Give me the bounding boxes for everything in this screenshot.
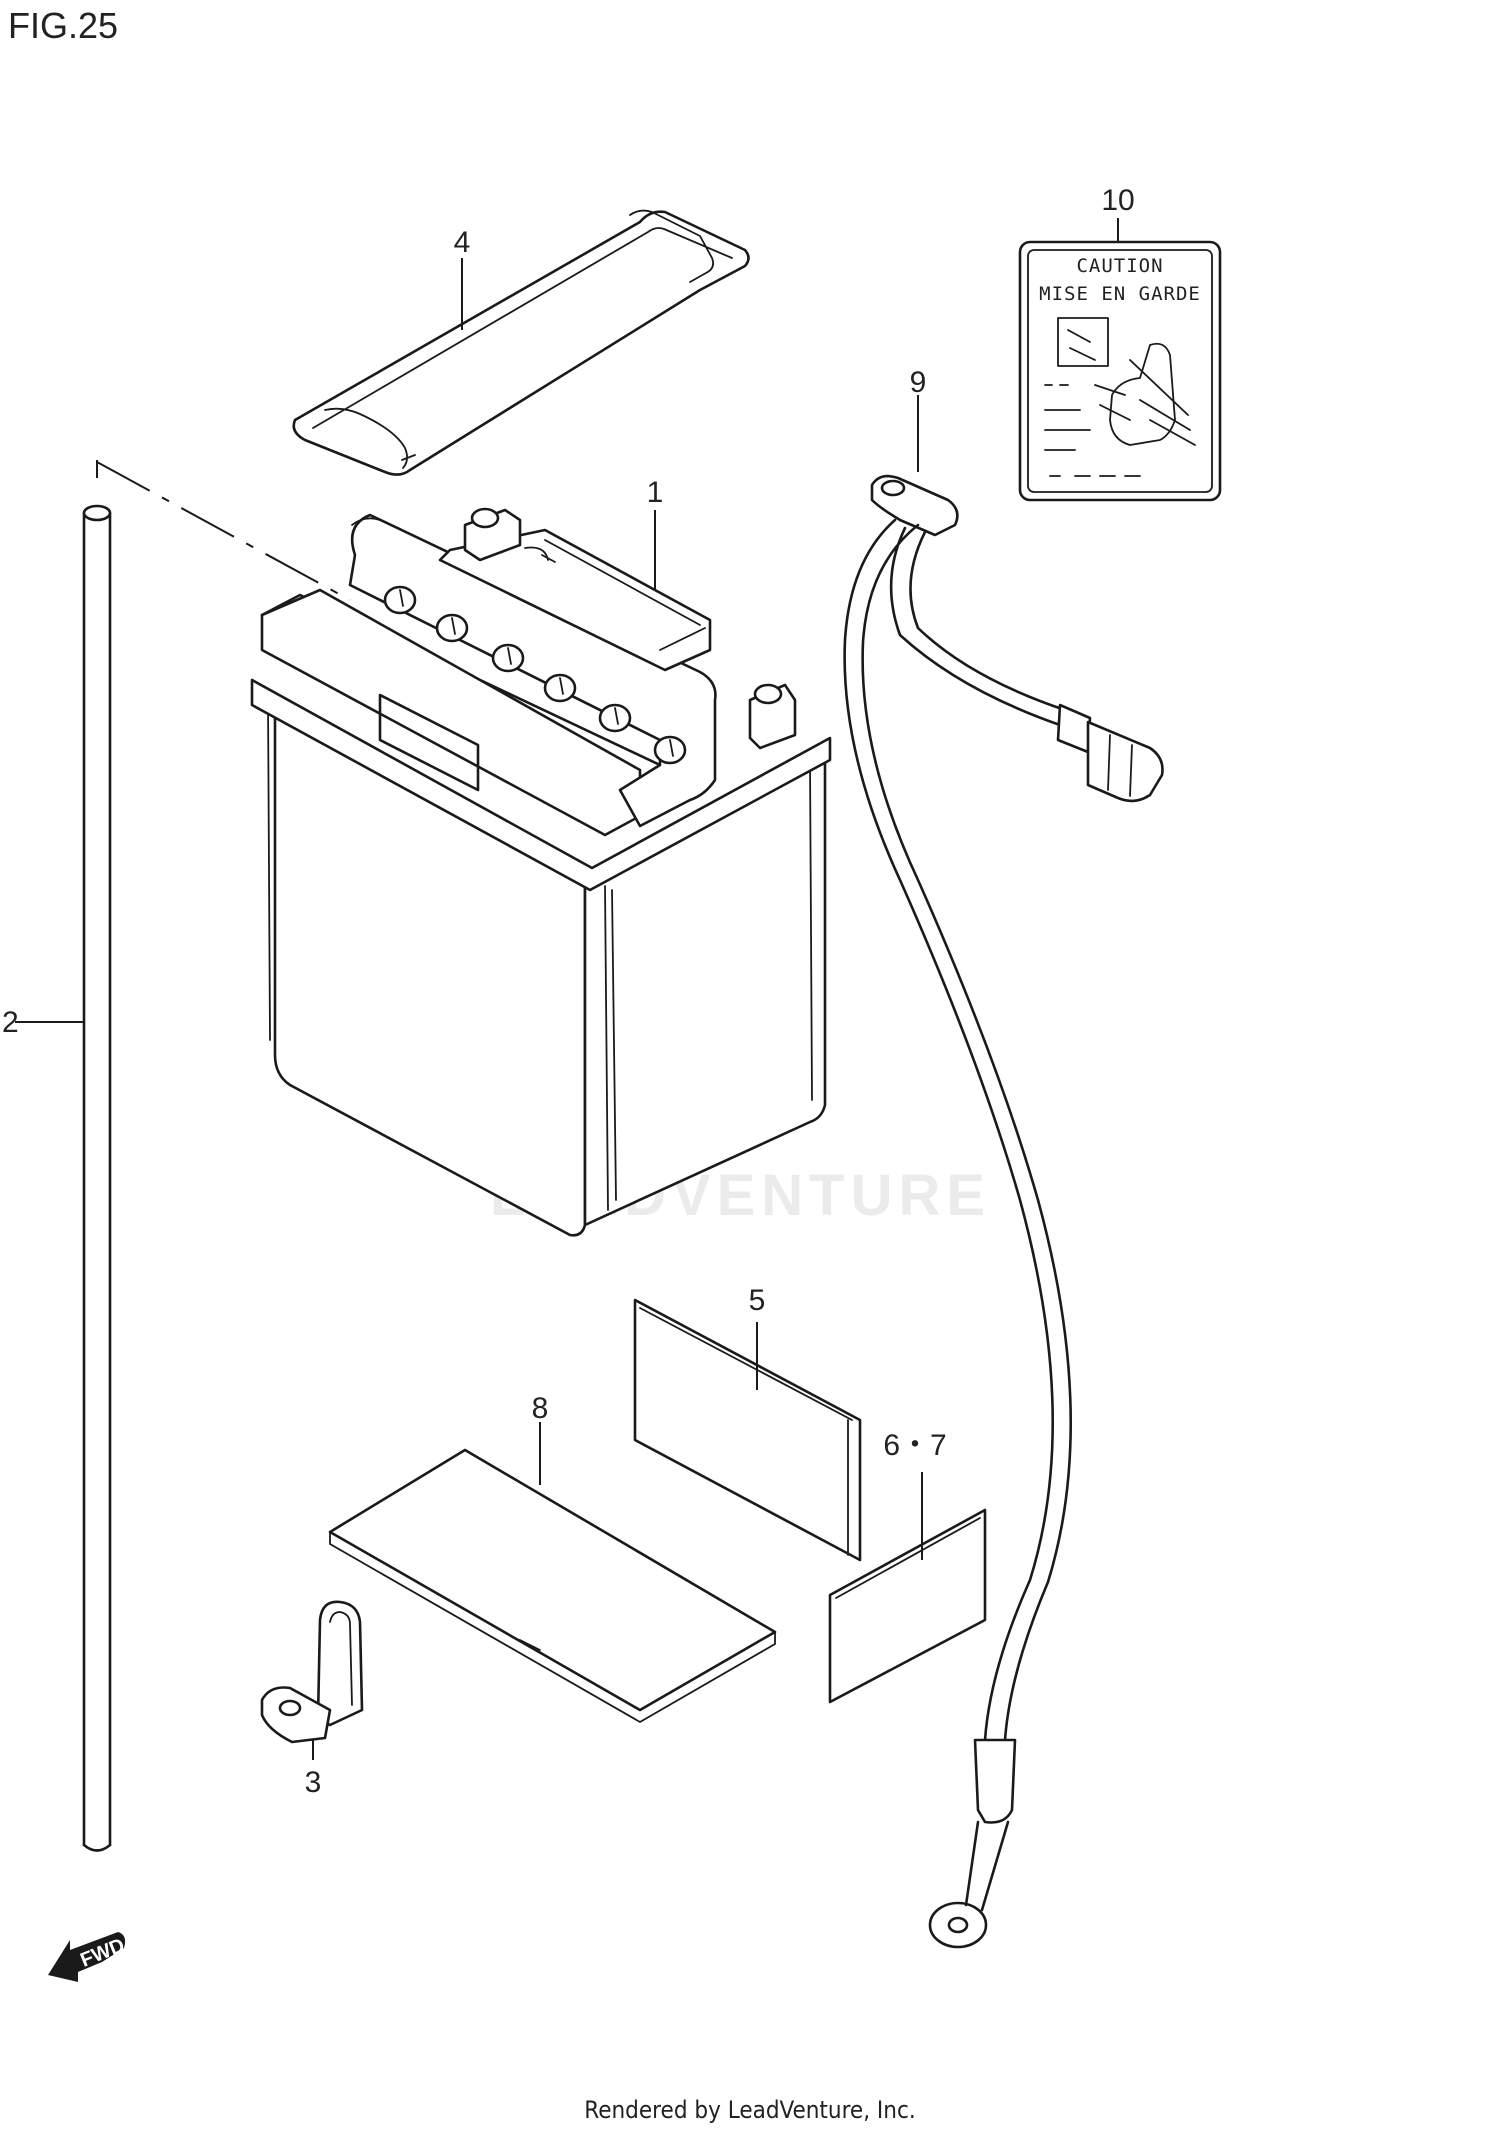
caution-label-line2: MISE EN GARDE [1039,283,1201,305]
battery-cushion [633,1298,862,1562]
battery-cable [843,474,1164,1949]
callout-2: 2 [2,1006,19,1039]
callout-6-7: 6・7 [883,1429,946,1462]
forward-arrow-icon: FWD [48,1932,128,1982]
battery [250,507,832,1237]
hose-route-line [96,460,351,601]
cable-connector [1056,703,1164,803]
caution-label-line1: CAUTION [1076,255,1163,277]
breather-hose [82,504,112,1852]
callout-10: 10 [1101,184,1134,217]
callout-9: 9 [910,366,927,399]
footer-credit: Rendered by LeadVenture, Inc. [584,2096,915,2124]
caution-label-illustration [1044,317,1196,477]
battery-band [292,209,750,476]
hose-clamp [260,1600,364,1744]
cable-ring-terminal [928,1738,1017,1949]
callout-5: 5 [749,1284,766,1317]
leader-lines [15,218,1119,1760]
cushion-6-7 [828,1508,987,1704]
figure-title: FIG.25 [8,5,118,46]
battery-terminal-positive [748,683,797,750]
callout-8: 8 [532,1392,549,1425]
battery-plate [328,1448,777,1723]
callout-4: 4 [454,226,471,259]
callout-3: 3 [305,1766,322,1799]
callout-1: 1 [647,476,664,509]
caution-label: CAUTION MISE EN GARDE [1018,240,1222,502]
battery-terminal-negative [463,507,522,562]
